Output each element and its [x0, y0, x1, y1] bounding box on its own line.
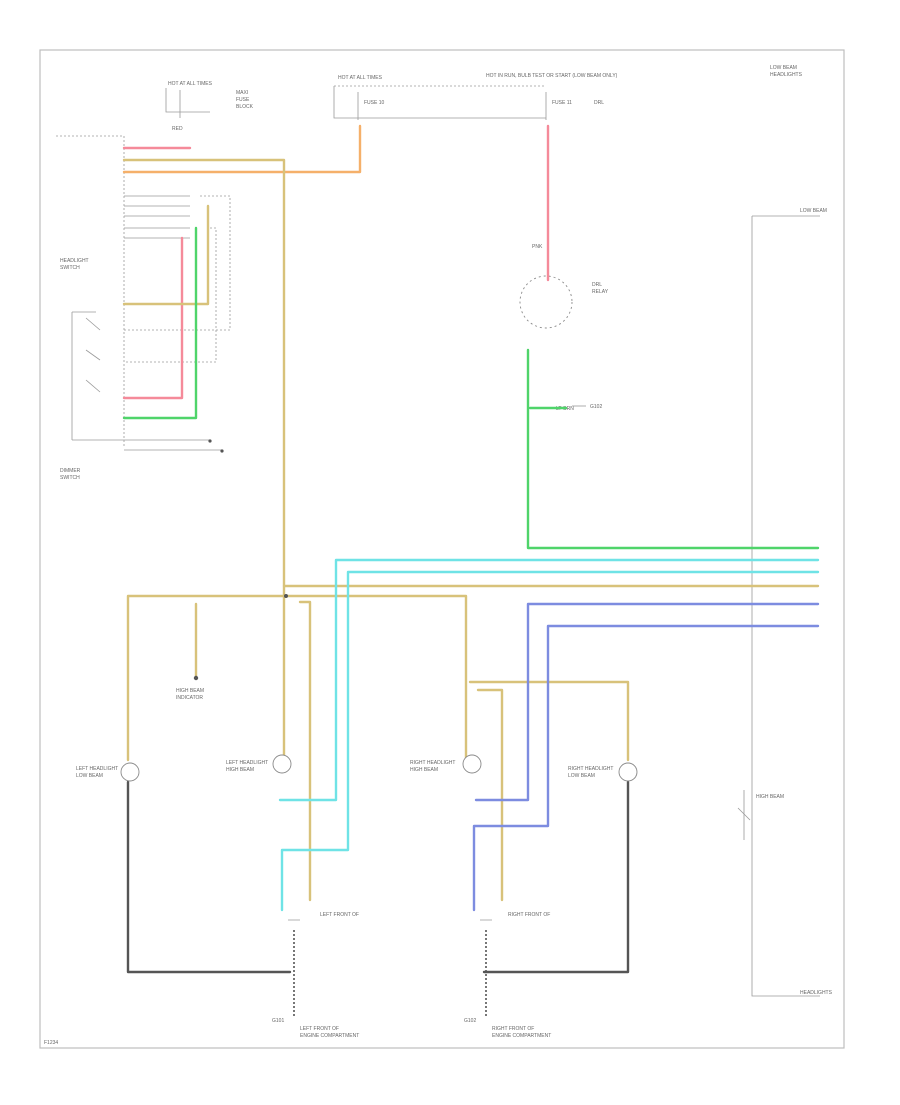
- connector-pins: [124, 147, 190, 239]
- wire-tan-left: [298, 600, 312, 902]
- junction-dot-1: [208, 439, 212, 443]
- switch-blades: [85, 317, 101, 393]
- wire-yellow-main: [122, 158, 286, 764]
- switch-title-1: HEADLIGHT: [60, 258, 89, 264]
- wire-yellow-lower: [126, 594, 468, 764]
- maxi-fuse-2: FUSE: [236, 97, 250, 103]
- switch-inner-dashed: [124, 195, 231, 331]
- left-high-label-2: HIGH BEAM: [226, 767, 254, 773]
- fuse-right-label: FUSE 11: [552, 100, 572, 106]
- fuse-block-mid-outline: [333, 86, 546, 119]
- wire-ltblue-1: [278, 558, 820, 802]
- hot-label-mid: HOT AT ALL TIMES: [338, 75, 383, 81]
- page-ref-1: LOW BEAM: [770, 65, 797, 71]
- ground-dashed: [293, 930, 487, 1016]
- rotary-switch: [519, 275, 573, 329]
- left-low-label-2: LOW BEAM: [76, 773, 103, 779]
- maxi-fuse-3: BLOCK: [236, 104, 254, 110]
- wire-yellow-switch: [122, 204, 210, 306]
- switch-inner-dashed-2: [124, 227, 217, 363]
- page-ref-2: HEADLIGHTS: [770, 72, 803, 78]
- junction-dot-2: [220, 449, 224, 453]
- right-low-label-1: RIGHT HEADLIGHT: [568, 766, 613, 772]
- figure-id: F1234: [44, 1040, 58, 1046]
- switch-contacts: [71, 311, 124, 441]
- right-front-1: RIGHT FRONT OF: [492, 1026, 534, 1032]
- ground-right-label: G102: [590, 404, 602, 410]
- left-front-1: LEFT FRONT OF: [300, 1026, 339, 1032]
- indicator-label-2: INDICATOR: [176, 695, 203, 701]
- right-low-label-2: LOW BEAM: [568, 773, 595, 779]
- wire-pink-switch: [122, 236, 184, 400]
- dimmer-switch-2: SWITCH: [60, 475, 80, 481]
- left-high-beam-lamp: [272, 754, 292, 774]
- ground-right-id: G102: [464, 1018, 476, 1024]
- wire-ltblue-2: [280, 570, 820, 912]
- right-front-connector-label: RIGHT FRONT OF: [508, 912, 550, 918]
- relay-title-2: RELAY: [592, 289, 609, 295]
- wire-blue-1: [474, 602, 820, 802]
- right-high-beam-lamp: [462, 754, 482, 774]
- indicator-label-1: HIGH BEAM: [176, 688, 204, 694]
- left-low-beam-lamp: [120, 762, 140, 782]
- ground-left-id: G101: [272, 1018, 284, 1024]
- left-front-connector-label: LEFT FRONT OF: [320, 912, 359, 918]
- right-high-label-2: HIGH BEAM: [410, 767, 438, 773]
- switch-title-2: SWITCH: [60, 265, 80, 271]
- wire-green-relay: [526, 348, 820, 550]
- page-ref-right: LOW BEAM: [800, 208, 827, 214]
- hot-label-left: HOT AT ALL TIMES: [168, 81, 213, 87]
- hot-ign-label: HOT IN RUN, BULB TEST OR START (LOW BEAM…: [486, 73, 618, 79]
- side-switch-label: HIGH BEAM: [756, 794, 784, 800]
- splice-dot: [284, 594, 288, 598]
- page-ref-right-bottom: HEADLIGHTS: [800, 990, 833, 996]
- wire-label-pnk: PNK: [532, 244, 543, 250]
- right-high-label-1: RIGHT HEADLIGHT: [410, 760, 455, 766]
- wire-tan-right: [468, 680, 630, 902]
- fuse-mid-label: FUSE 10: [364, 100, 385, 106]
- side-switch: [737, 790, 751, 840]
- right-low-beam-lamp: [618, 762, 638, 782]
- left-front-2: ENGINE COMPARTMENT: [300, 1033, 359, 1039]
- fuse-block-left-outline: [165, 88, 210, 113]
- wire-ground-black: [126, 780, 630, 974]
- indicator-terminal: [193, 675, 199, 681]
- switch-output-pins: [124, 439, 222, 451]
- switch-enclosure-dashed: [56, 135, 125, 448]
- wire-label-red: RED: [172, 126, 183, 132]
- maxi-fuse-1: MAXI: [236, 90, 248, 96]
- left-low-label-1: LEFT HEADLIGHT: [76, 766, 118, 772]
- right-bracket: [751, 215, 820, 997]
- diagram-border: [39, 49, 845, 1049]
- relay-title-1: DRL: [592, 282, 602, 288]
- relay-label: DRL: [594, 100, 604, 106]
- wire-blue-2: [472, 624, 820, 912]
- wire-green-switch: [122, 226, 198, 420]
- wire-orange: [122, 124, 362, 174]
- left-high-label-1: LEFT HEADLIGHT: [226, 760, 268, 766]
- dimmer-switch-1: DIMMER: [60, 468, 81, 474]
- right-front-2: ENGINE COMPARTMENT: [492, 1033, 551, 1039]
